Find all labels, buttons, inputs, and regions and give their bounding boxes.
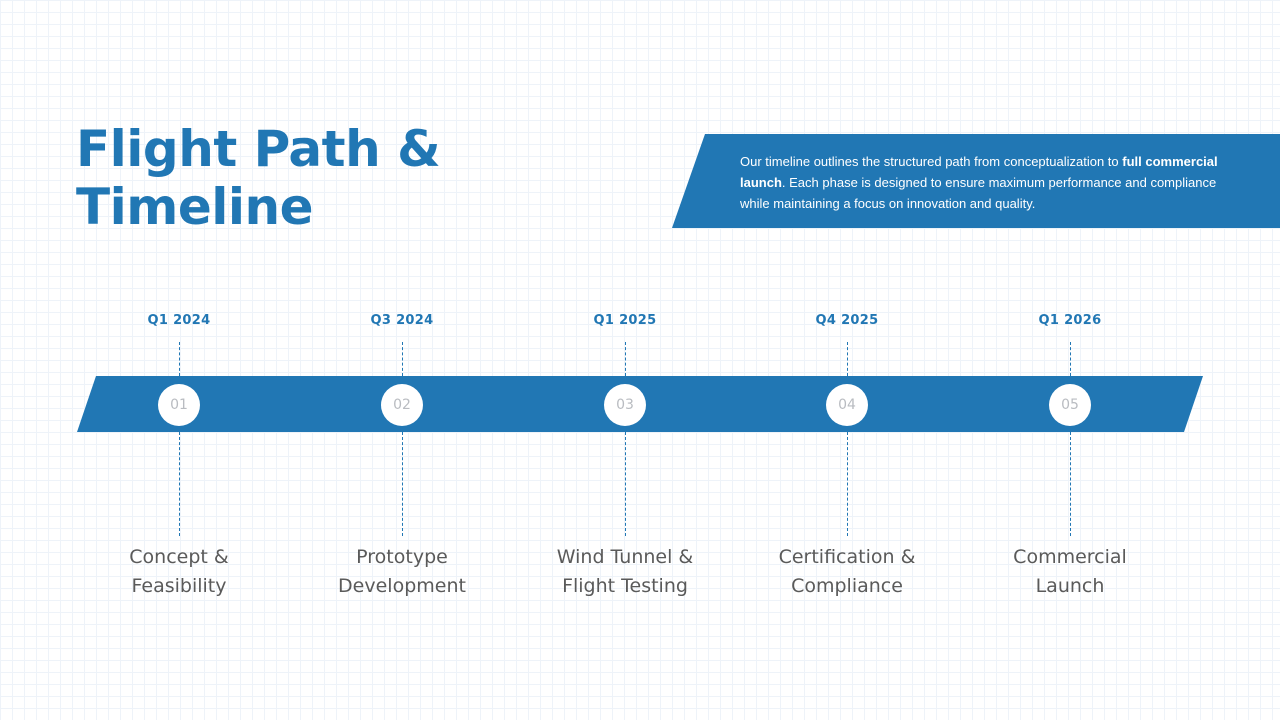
title-line-2: Timeline [76,178,314,236]
milestone-connector-top [402,342,403,376]
milestone-connector-bottom [402,432,403,536]
milestone-connector-top [625,342,626,376]
milestone-connector-bottom [625,432,626,536]
milestone-number-badge: 02 [381,384,423,426]
milestone-connector-top [1070,342,1071,376]
milestone-date: Q4 2025 [815,313,879,328]
milestone-label: Wind Tunnel & Flight Testing [525,543,725,601]
milestone-number-badge: 04 [826,384,868,426]
milestone-date: Q1 2026 [1038,313,1102,328]
milestone-label-line-1: Prototype [356,546,448,568]
milestone-label-line-2: Flight Testing [562,575,688,597]
milestone-label: Commercial Launch [970,543,1170,601]
milestone-number-badge: 01 [158,384,200,426]
milestone-date: Q1 2025 [593,313,657,328]
intro-text: Our timeline outlines the structured pat… [740,151,1240,214]
milestone-label: Certification & Compliance [747,543,947,601]
milestone-label-line-2: Development [338,575,466,597]
page-title: Flight Path & Timeline [76,120,441,236]
milestone-label-line-1: Concept & [129,546,229,568]
milestone-label-line-2: Launch [1035,575,1105,597]
milestone-label-line-1: Certification & [778,546,916,568]
intro-panel: Our timeline outlines the structured pat… [672,134,1280,228]
milestone-label-line-2: Compliance [791,575,903,597]
milestone-date: Q1 2024 [147,313,211,328]
milestone-label: Prototype Development [302,543,502,601]
milestone-connector-top [847,342,848,376]
intro-text-part-1: Our timeline outlines the structured pat… [740,154,1123,169]
milestone-connector-bottom [847,432,848,536]
milestone-label-line-1: Commercial [1013,546,1127,568]
milestone-date: Q3 2024 [370,313,434,328]
milestone-number-badge: 05 [1049,384,1091,426]
milestone-connector-top [179,342,180,376]
milestone-connector-bottom [179,432,180,536]
milestone-label-line-2: Feasibility [131,575,227,597]
milestone-connector-bottom [1070,432,1071,536]
milestone-label-line-1: Wind Tunnel & [556,546,694,568]
intro-text-part-2: . Each phase is designed to ensure maxim… [740,175,1217,211]
title-line-1: Flight Path & [76,120,441,178]
milestone-number-badge: 03 [604,384,646,426]
milestone-label: Concept & Feasibility [79,543,279,601]
intro-text-bold: full commercial launch [740,154,1218,190]
